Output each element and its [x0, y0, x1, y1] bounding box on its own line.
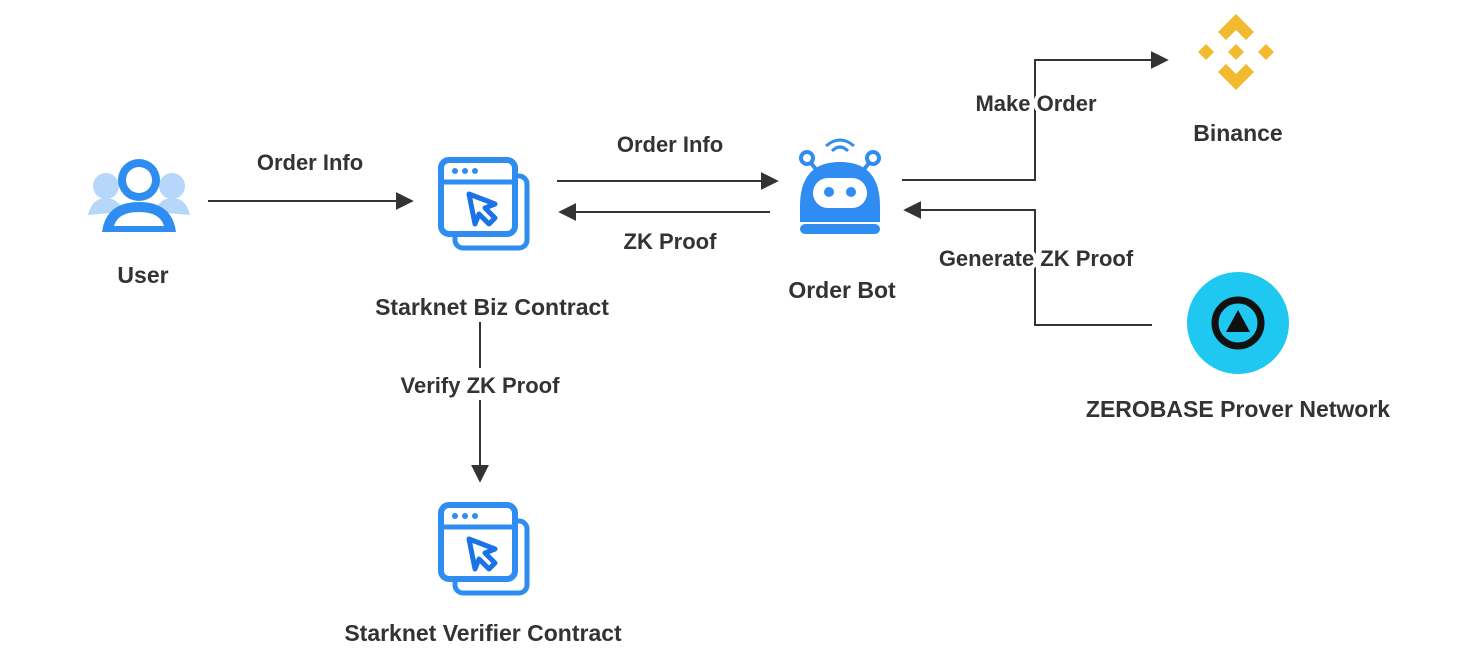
binance-logo — [1198, 14, 1274, 90]
user-group-icon — [88, 159, 190, 232]
biz-contract-label: Starknet Biz Contract — [375, 294, 609, 320]
bot-to-biz-label: ZK Proof — [624, 229, 718, 254]
biz-to-verifier-label: Verify ZK Proof — [401, 373, 561, 398]
robot-icon — [799, 138, 881, 234]
order-bot-label: Order Bot — [788, 277, 896, 303]
zerobase-to-bot-arrow — [903, 201, 1152, 326]
zerobase-logo — [1187, 272, 1289, 374]
bot-to-binance-arrow — [902, 51, 1169, 181]
zerobase-label: ZEROBASE Prover Network — [1086, 396, 1390, 422]
user-label: User — [117, 262, 168, 288]
biz-to-bot-label: Order Info — [617, 132, 723, 157]
verifier-contract-icon — [441, 505, 527, 593]
binance-label: Binance — [1193, 120, 1282, 146]
verifier-contract-label: Starknet Verifier Contract — [344, 620, 622, 646]
biz-contract-icon — [441, 160, 527, 248]
bot-to-binance-label: Make Order — [975, 91, 1096, 116]
user-to-biz-label: Order Info — [257, 150, 363, 175]
zerobase-to-bot-label: Generate ZK Proof — [939, 246, 1134, 271]
